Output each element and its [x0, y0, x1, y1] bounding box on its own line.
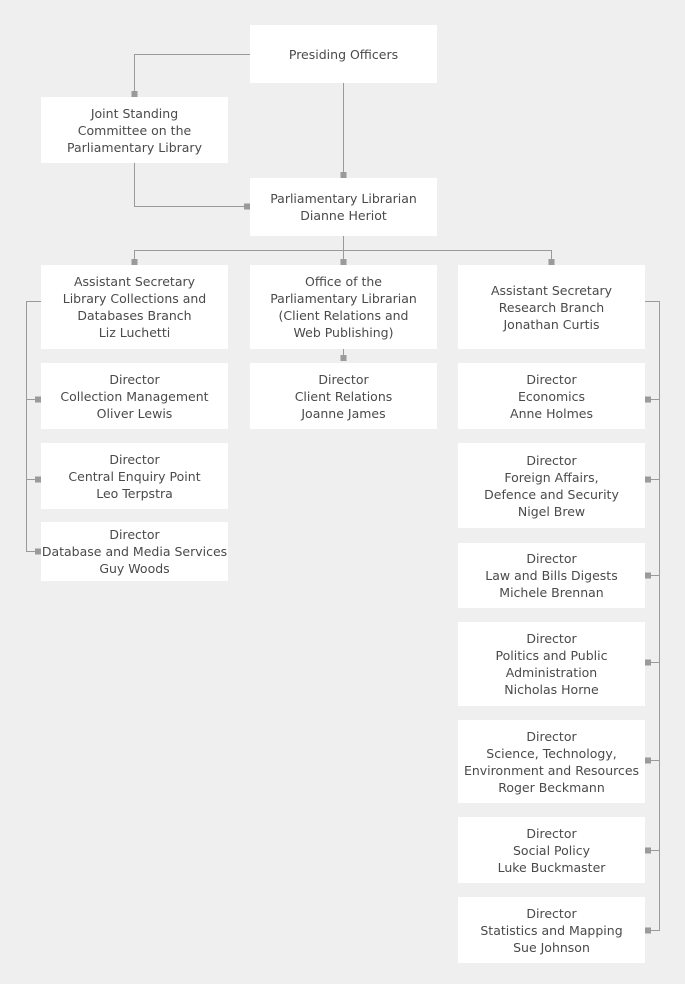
node-text-line: Sue Johnson — [513, 939, 590, 955]
connector-marker — [645, 847, 651, 854]
node-text-line: Michele Brennan — [499, 585, 604, 600]
node-text-line: Assistant Secretary — [490, 282, 613, 298]
node-presiding-officers: Presiding Officers — [250, 25, 437, 83]
node-text-line: (Client Relations and — [278, 308, 409, 323]
node-text-line: Joint Standing — [90, 105, 179, 121]
node-text-line: Luke Buckmaster — [497, 859, 606, 875]
connector-marker — [131, 91, 138, 97]
node-text-line: Presiding Officers — [288, 46, 399, 62]
connector-marker — [645, 476, 651, 483]
node-text-line: Director — [109, 451, 160, 467]
node-text-line: Web Publishing) — [293, 325, 394, 340]
node-text-line: Roger Beckmann — [498, 779, 605, 795]
node-text-line: Committee on the — [77, 122, 192, 138]
node-text-line: Law and Bills Digests — [485, 568, 618, 583]
node-text-line: Anne Holmes — [510, 405, 593, 421]
node-text-line: Science, Technology, — [486, 745, 617, 761]
node-text-line: Administration — [505, 665, 598, 680]
node-text-line: Social Policy — [513, 842, 590, 858]
connector-right-bracket — [645, 301, 660, 931]
node-text-line: Database and Media Services — [41, 544, 228, 559]
connector-marker — [244, 203, 250, 210]
node-text-line: Foreign Affairs, — [504, 469, 599, 485]
node-text-line: Director — [526, 551, 577, 566]
node-text-line: Joanne James — [301, 405, 386, 421]
connector-marker — [35, 548, 41, 555]
node-text-line: Liz Luchetti — [98, 325, 171, 340]
node-text-line: Nigel Brew — [517, 503, 586, 519]
node-text-line: Client Relations — [294, 388, 393, 404]
connector-marker — [645, 757, 651, 764]
node-text-line: Databases Branch — [77, 308, 192, 323]
node-text-line: Director — [526, 631, 577, 646]
connector-marker — [340, 172, 347, 178]
connector-marker — [548, 259, 555, 265]
node-text-line: Statistics and Mapping — [480, 922, 623, 938]
node-text-line: Oliver Lewis — [96, 405, 173, 421]
connector-marker — [645, 396, 651, 403]
node-text-line: Director — [318, 371, 369, 387]
node-text-line: Jonathan Curtis — [503, 316, 600, 332]
connector-marker — [340, 259, 347, 265]
node-text-line: Environment and Resources — [463, 762, 640, 778]
connector-marker — [645, 927, 651, 934]
node-text-line: Director — [526, 728, 577, 744]
node-text-line: Leo Terpstra — [96, 485, 173, 501]
node-text-line: Politics and Public — [495, 648, 608, 663]
node-text-line: Research Branch — [498, 299, 605, 315]
connector-marker — [35, 476, 41, 483]
connector-presiding-joint — [134, 54, 251, 94]
connector-marker — [35, 396, 41, 403]
node-text-line: Defence and Security — [484, 486, 619, 502]
node-text-line: Director — [109, 527, 160, 542]
node-text-line: Central Enquiry Point — [68, 468, 201, 484]
node-text-line: Nicholas Horne — [504, 682, 599, 697]
node-text-line: Guy Woods — [99, 561, 170, 576]
node-text-line: Director — [526, 905, 577, 921]
node-text-line: Director — [109, 371, 160, 387]
node-text-line: Parliamentary Library — [67, 139, 202, 155]
node-text-line: Assistant Secretary — [73, 274, 196, 289]
node-text-line: Parliamentary Librarian — [270, 291, 417, 306]
node-text-line: Director — [526, 371, 577, 387]
connector-joint-librarian — [134, 163, 247, 207]
node-text-line: Collection Management — [60, 388, 209, 404]
connector-marker — [131, 259, 138, 265]
node-text-line: Office of the — [305, 274, 382, 289]
node-text-line: Director — [526, 825, 577, 841]
connector-marker — [645, 572, 651, 579]
connector-marker — [340, 355, 347, 361]
connector-marker — [645, 659, 651, 666]
node-text-line: Parliamentary Librarian — [270, 191, 417, 206]
connector-left-bracket — [26, 301, 41, 552]
node-text-line: Director — [526, 452, 577, 468]
node-text-line: Library Collections and — [62, 291, 207, 306]
node-text-line: Dianne Heriot — [300, 208, 387, 223]
node-text-line: Economics — [517, 388, 586, 404]
